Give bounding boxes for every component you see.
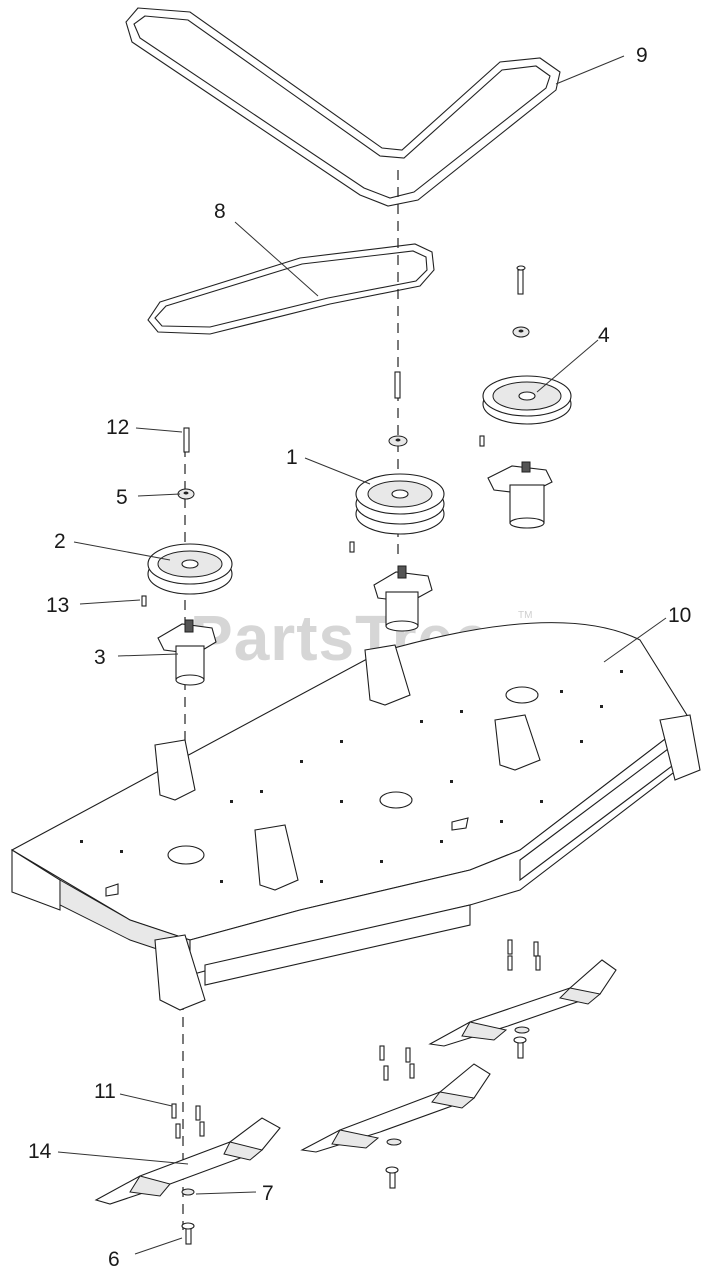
- leader-lines: [57, 55, 667, 1255]
- leader-6: [134, 1237, 183, 1255]
- bolt-right: [517, 269, 524, 295]
- deck-bracket-center: [364, 644, 411, 706]
- callout-4: 4: [598, 324, 610, 347]
- leader-8: [234, 221, 319, 297]
- leader-9: [555, 55, 625, 85]
- blade-left: [94, 1103, 281, 1245]
- leader-11: [119, 1093, 173, 1107]
- deck-hole-right: [505, 686, 539, 704]
- callout-3: 3: [94, 646, 106, 669]
- callout-11: 11: [94, 1080, 116, 1103]
- belt-small: [147, 243, 435, 335]
- blade-right: [428, 939, 617, 1059]
- callout-5: 5: [116, 486, 128, 509]
- spindle-assembly-left: [141, 427, 233, 686]
- spindle-assembly-center: [349, 371, 445, 632]
- washer-blade-left: [181, 1188, 195, 1196]
- leader-7: [195, 1191, 257, 1195]
- callout-2: 2: [54, 530, 66, 553]
- callout-7: 7: [262, 1182, 274, 1205]
- leader-2: [73, 541, 171, 561]
- deck-hole-center: [379, 791, 413, 809]
- callout-9: 9: [636, 44, 648, 67]
- belt-large: [125, 7, 561, 207]
- deck-bracket-front-left: [154, 934, 206, 1011]
- spindle-assembly-right: [479, 265, 572, 529]
- deck-bracket-left: [154, 739, 196, 801]
- leader-1: [304, 457, 371, 485]
- deck-hole-left: [167, 845, 205, 865]
- deck-bracket-right-end: [659, 714, 701, 781]
- deck-bracket-front: [254, 824, 299, 891]
- deck-bracket-right: [494, 714, 541, 771]
- leader-3: [117, 653, 179, 657]
- callout-14: 14: [28, 1140, 52, 1163]
- leader-4: [536, 339, 599, 393]
- bolt-left: [183, 427, 190, 453]
- callout-8: 8: [214, 200, 226, 223]
- callout-12: 12: [106, 416, 129, 439]
- callout-1: 1: [286, 446, 298, 469]
- mower-deck: [10, 622, 701, 1011]
- bolt-center: [394, 371, 401, 399]
- callout-6: 6: [108, 1248, 120, 1271]
- blade-center-body: [300, 1063, 491, 1153]
- callout-labels: 1 2 3 4 5 6 7 8 9 10 11 12 13 14: [28, 44, 691, 1271]
- blade-center: [300, 1045, 491, 1189]
- deck-mounting-holes: [80, 670, 623, 883]
- leader-14: [57, 1151, 189, 1165]
- leader-10: [603, 617, 667, 663]
- callout-13: 13: [46, 594, 69, 617]
- leader-12: [135, 427, 183, 433]
- leader-5: [137, 493, 181, 497]
- watermark-trademark: TM: [518, 610, 532, 621]
- callout-10: 10: [668, 604, 691, 627]
- key-left: [141, 595, 147, 607]
- leader-13: [79, 599, 141, 605]
